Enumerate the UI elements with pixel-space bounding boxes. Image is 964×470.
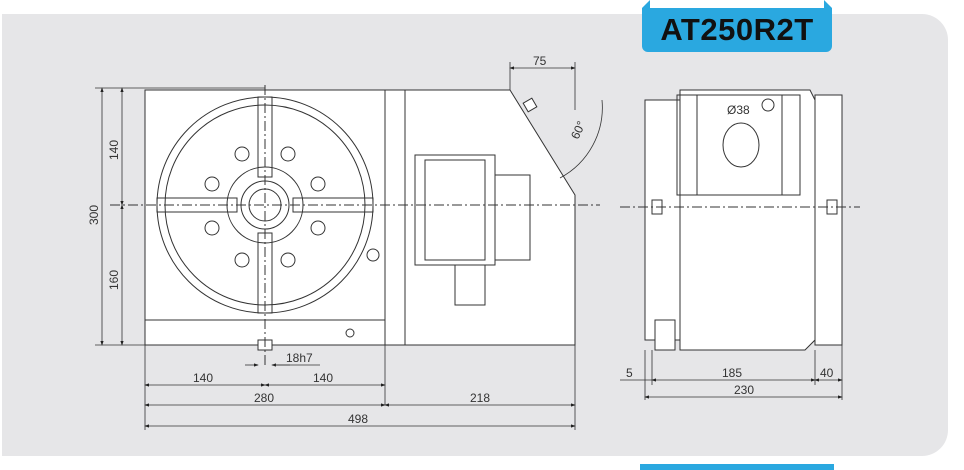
dim-left-offset: 5	[626, 366, 633, 380]
front-view	[110, 85, 600, 365]
dim-body-width: 185	[722, 366, 742, 380]
dim-total-height: 300	[87, 205, 101, 225]
accent-strip	[640, 464, 834, 470]
dim-right-half: 140	[313, 371, 333, 385]
dim-total-length: 498	[348, 412, 368, 426]
dim-motor-length: 218	[470, 391, 490, 405]
dim-top-offset: 75	[533, 54, 547, 68]
dim-table-width: 280	[254, 391, 274, 405]
model-badge: AT250R2T	[642, 0, 832, 52]
dim-total-width: 230	[734, 383, 754, 397]
dim-upper-height: 140	[107, 140, 121, 160]
side-view	[620, 89, 860, 351]
dim-slot: 18h7	[286, 351, 313, 365]
dim-bore: Ø38	[727, 103, 750, 117]
dimension-lines	[95, 62, 843, 430]
dim-right-flange: 40	[820, 366, 834, 380]
dim-lower-height: 160	[107, 270, 121, 290]
dim-angle: 60°	[568, 119, 588, 142]
dim-left-half: 140	[193, 371, 213, 385]
